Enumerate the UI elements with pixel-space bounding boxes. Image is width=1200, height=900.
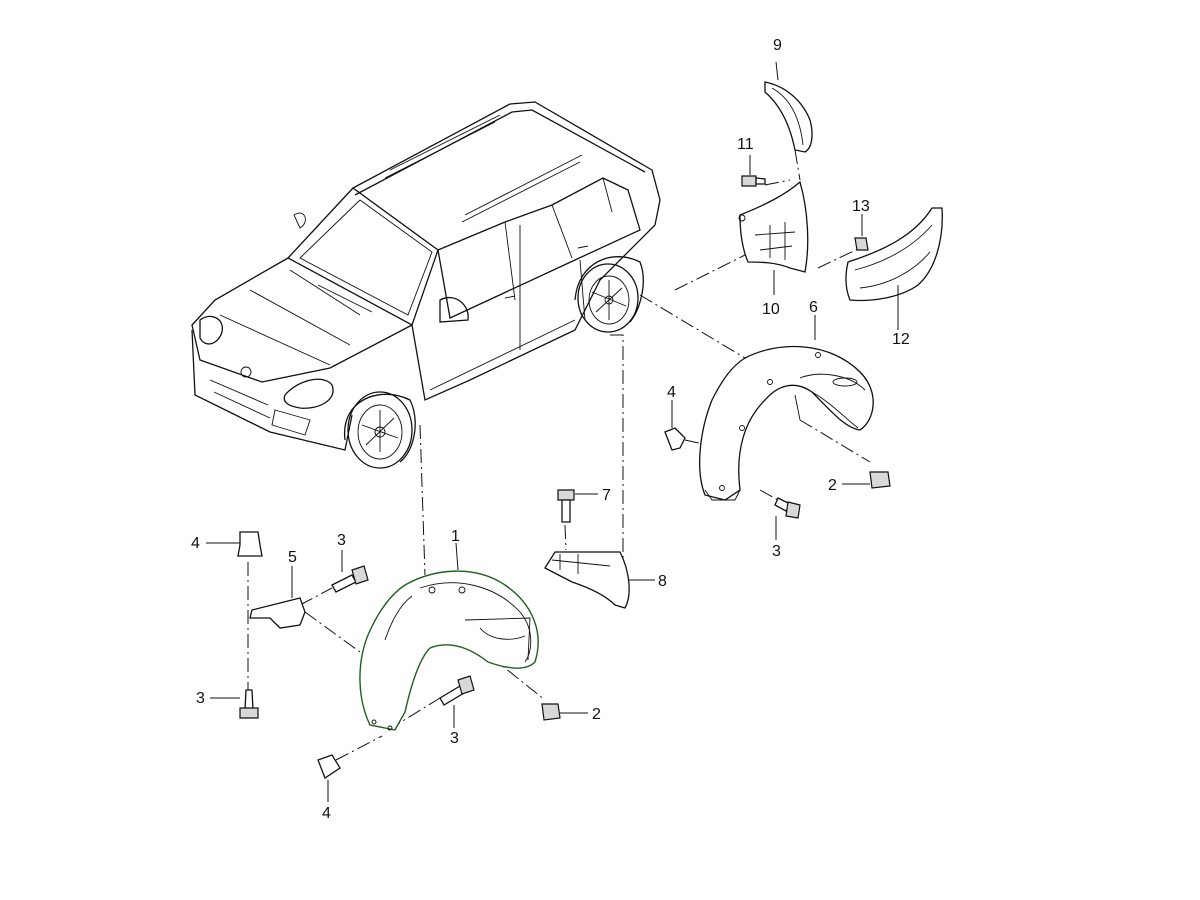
callout-4-center: 4 bbox=[667, 384, 676, 401]
callout-5: 5 bbox=[288, 549, 297, 566]
callout-1: 1 bbox=[451, 528, 460, 545]
bracket-5 bbox=[249, 597, 306, 629]
callout-2-center: 2 bbox=[592, 706, 601, 723]
part-wheel-liner-rear bbox=[699, 345, 874, 501]
callout-4-left: 4 bbox=[191, 535, 200, 552]
screw-11 bbox=[741, 175, 766, 187]
callout-labels: 1 2 2 3 3 3 3 4 4 4 5 6 7 8 9 10 11 12 1… bbox=[191, 37, 910, 822]
vehicle-illustration bbox=[191, 101, 661, 469]
part-mud-flap-rear bbox=[738, 180, 809, 273]
part-flap-trim bbox=[764, 81, 813, 153]
part-mud-flap-front bbox=[544, 551, 630, 609]
screw-3-right bbox=[774, 497, 801, 519]
part-wheel-liner-front bbox=[359, 570, 539, 731]
nut-2-right bbox=[869, 471, 891, 489]
callout-3-left: 3 bbox=[196, 690, 205, 707]
leader-lines bbox=[206, 61, 899, 802]
screw-3-upper bbox=[331, 565, 369, 593]
callout-3-upper: 3 bbox=[337, 532, 346, 549]
screw-3-center bbox=[439, 675, 475, 706]
callout-4-bottom: 4 bbox=[322, 805, 331, 822]
callout-9: 9 bbox=[773, 37, 782, 54]
callout-3-right: 3 bbox=[772, 543, 781, 560]
clip-4-bottom bbox=[317, 754, 341, 779]
fasteners bbox=[237, 175, 891, 779]
screw-3-left bbox=[239, 689, 259, 719]
callout-8: 8 bbox=[658, 573, 667, 590]
callout-3-center: 3 bbox=[450, 730, 459, 747]
nut-2-center bbox=[541, 703, 561, 721]
clip-4-left bbox=[237, 531, 263, 557]
callout-13: 13 bbox=[852, 198, 870, 215]
clip-13 bbox=[854, 237, 869, 251]
callout-7: 7 bbox=[602, 487, 611, 504]
callout-12: 12 bbox=[892, 331, 910, 348]
part-arch-extension bbox=[845, 207, 943, 302]
screw-7 bbox=[557, 489, 575, 523]
callout-6: 6 bbox=[809, 299, 818, 316]
callout-11: 11 bbox=[737, 136, 754, 153]
callout-2-right: 2 bbox=[828, 477, 837, 494]
clip-4-center bbox=[664, 427, 686, 451]
callout-10: 10 bbox=[762, 301, 780, 318]
